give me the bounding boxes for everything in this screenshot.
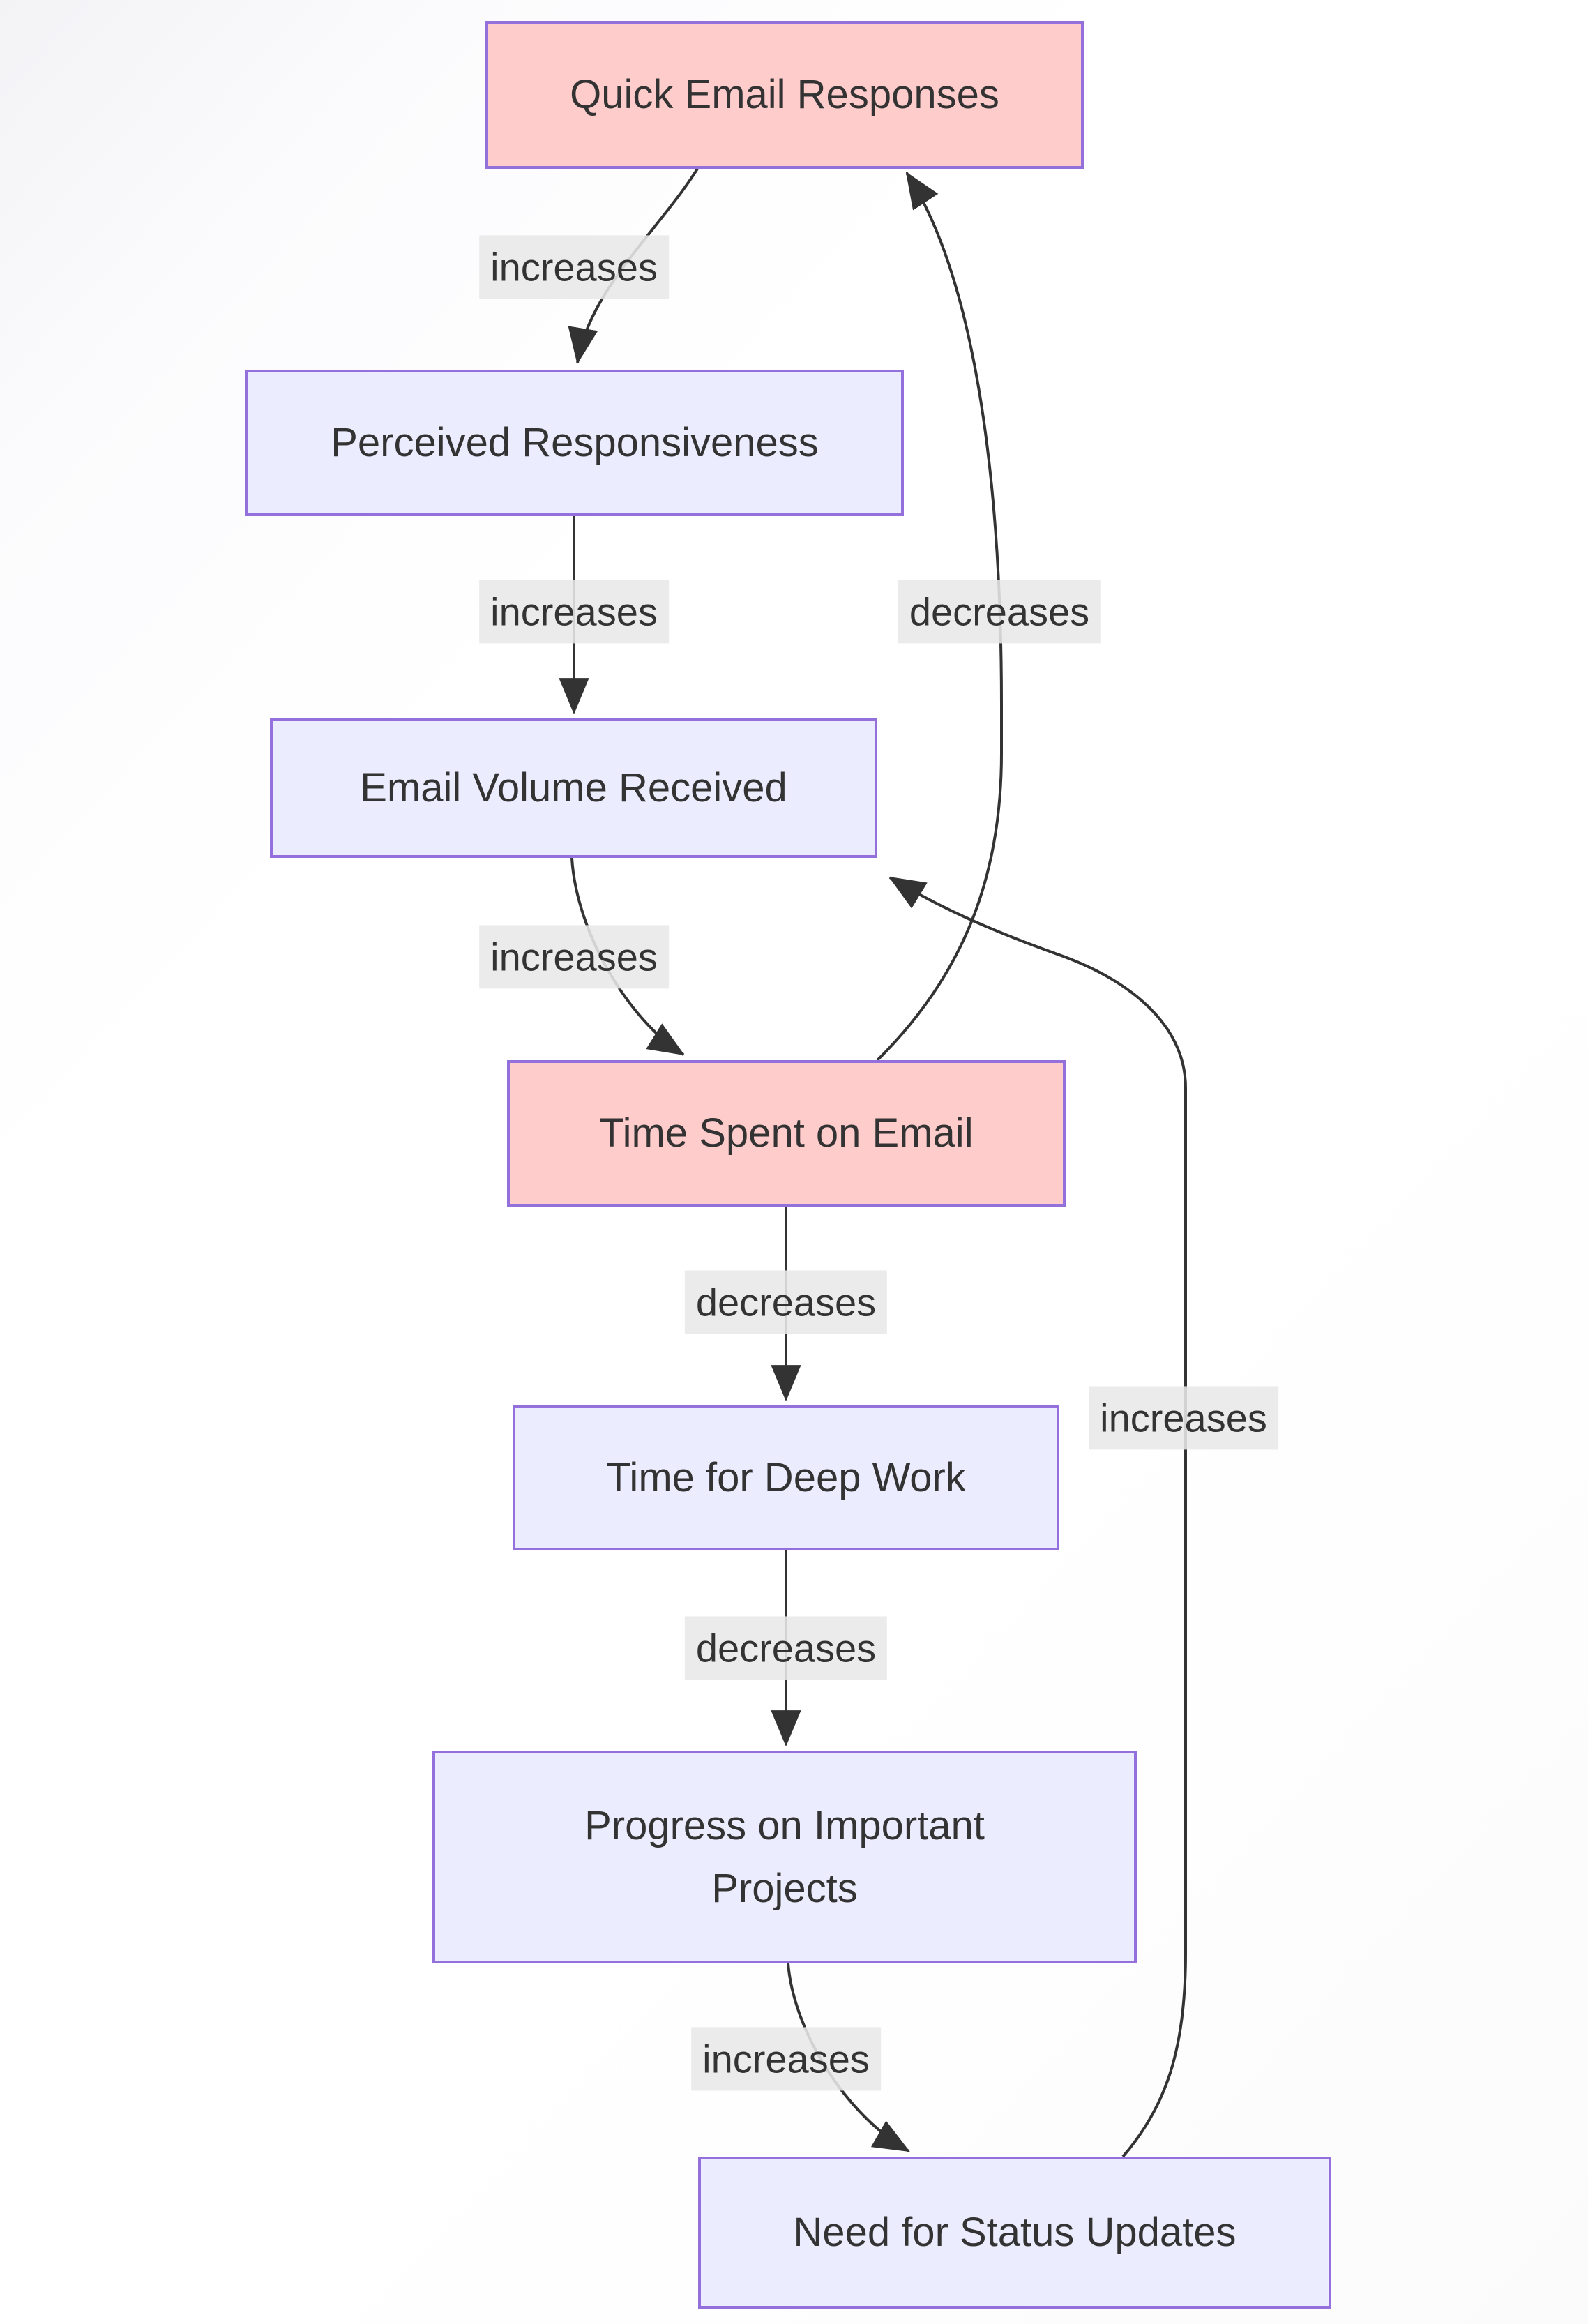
node-label: Progress on Important bbox=[584, 1802, 985, 1848]
edge-label-text: increases bbox=[490, 589, 658, 634]
edge-label-quick-email-to-perceived: increases bbox=[479, 235, 669, 299]
edge-time-spent-to-quick-email bbox=[876, 172, 1003, 1062]
node-label: Time for Deep Work bbox=[606, 1455, 966, 1501]
edge-label-text: decreases bbox=[695, 1280, 877, 1325]
edge-label-text: decreases bbox=[695, 1626, 877, 1670]
node-label: Need for Status Updates bbox=[793, 2210, 1237, 2256]
node-label: Projects bbox=[711, 1865, 858, 1911]
edge-label-text: increases bbox=[1100, 1396, 1267, 1440]
node-email-volume-received: Email Volume Received bbox=[270, 718, 877, 858]
edge-label-status-updates-to-email-volume: increases bbox=[1089, 1386, 1278, 1450]
edge-label-text: increases bbox=[702, 2037, 870, 2081]
edge-label-time-spent-to-quick-email: decreases bbox=[898, 580, 1101, 644]
node-label: Quick Email Responses bbox=[570, 72, 999, 118]
node-time-for-deep-work: Time for Deep Work bbox=[513, 1405, 1059, 1550]
edge-label-text: decreases bbox=[909, 589, 1090, 634]
edge-label-time-spent-to-deep-work: decreases bbox=[684, 1270, 888, 1334]
edge-label-deep-work-to-progress: decreases bbox=[684, 1616, 888, 1680]
node-label: Time Spent on Email bbox=[599, 1110, 974, 1156]
node-progress-on-important-projects: Progress on Important Projects bbox=[432, 1751, 1137, 1963]
node-quick-email-responses: Quick Email Responses bbox=[485, 21, 1084, 169]
edge-label-text: increases bbox=[490, 245, 658, 289]
node-label: Email Volume Received bbox=[360, 765, 787, 811]
node-time-spent-on-email: Time Spent on Email bbox=[507, 1060, 1066, 1207]
edge-label-progress-to-status-updates: increases bbox=[691, 2027, 881, 2091]
edge-label-perceived-to-email-volume: increases bbox=[479, 580, 669, 644]
node-label: Perceived Responsiveness bbox=[331, 420, 819, 466]
edge-label-text: increases bbox=[490, 935, 658, 979]
node-need-for-status-updates: Need for Status Updates bbox=[698, 2157, 1331, 2309]
node-perceived-responsiveness: Perceived Responsiveness bbox=[245, 370, 904, 516]
edge-label-email-volume-to-time-spent: increases bbox=[479, 925, 669, 989]
